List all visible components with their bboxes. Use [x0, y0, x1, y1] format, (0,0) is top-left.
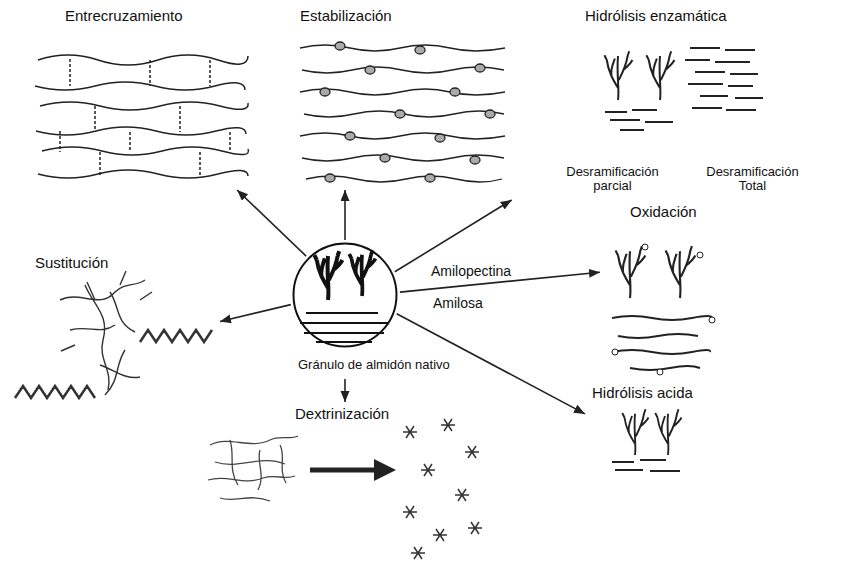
oxidized-starch [666, 246, 696, 298]
stabilized-chains [435, 134, 445, 142]
stabilized-chains [300, 42, 505, 182]
crosslinked-chains [38, 170, 248, 178]
debranched-fragments [646, 51, 674, 100]
stabilized-chains [320, 42, 495, 182]
modification-panel: Dextrinización [200, 402, 485, 565]
dextrinized-starch [433, 529, 447, 541]
stabilized-chains [325, 174, 335, 182]
modification-arrow [237, 190, 306, 256]
stabilized-chains [300, 89, 505, 95]
dextrinized-starch [421, 464, 435, 476]
oxidized-starch [642, 244, 648, 250]
crosslinked-chains [40, 102, 248, 110]
stabilized-chains [345, 132, 355, 140]
modification-arrow [344, 379, 346, 402]
dextrinized-starch [403, 506, 417, 518]
modification-panel: Entrecruzamiento [30, 8, 255, 190]
crosslinked-chains [36, 127, 246, 135]
modification-panel: Oxidación [600, 200, 740, 380]
oxidized-starch [709, 317, 715, 323]
oxidized-starch [657, 369, 663, 375]
debranched-fragments [604, 48, 763, 130]
stabilized-chains [380, 154, 390, 162]
granule-outline [292, 242, 398, 348]
stabilized-chains [425, 174, 435, 182]
stabilized-chains [300, 45, 505, 51]
debranched-fragments [604, 51, 632, 100]
crosslinked-chains [60, 59, 230, 175]
polymer-label: Amilopectina [430, 264, 512, 279]
stabilized-chains [300, 133, 505, 139]
stabilized-chains [304, 111, 504, 117]
substituted-starch [60, 271, 152, 395]
panel-title: Dextrinización [295, 406, 389, 423]
panel-title: Oxidación [630, 204, 697, 221]
stabilized-chains [475, 64, 485, 72]
panel-title: Estabilización [300, 8, 392, 25]
modification-arrow [220, 305, 291, 322]
acid-hydrolysed-starch [622, 409, 648, 455]
dextrinized-starch [441, 419, 455, 431]
panel-title: Sustitución [35, 255, 108, 272]
panel-title: Hidrólisis acida [592, 385, 693, 402]
substituted-starch [15, 271, 212, 398]
dextrinized-starch [310, 468, 378, 473]
modification-panel: Hidrólisis enzamáticaDesramificación par… [510, 8, 850, 200]
crosslinked-chains [42, 147, 248, 155]
acid-hydrolysed-starch [612, 460, 680, 471]
panel-title: Gránulo de almidón nativo [298, 358, 450, 372]
crosslinked-chains [35, 55, 248, 178]
dextrinized-starch [411, 547, 425, 559]
oxidized-starch [697, 252, 703, 258]
granule-contents [314, 251, 342, 300]
acid-hydrolysed-starch [655, 409, 681, 455]
modification-arrow [395, 200, 512, 272]
acid-hydrolysed-starch [612, 409, 682, 471]
dextrinized-starch [208, 436, 298, 501]
stabilized-chains [415, 46, 425, 54]
dextrinized-starch [208, 419, 482, 559]
dextrinized-starch [403, 426, 417, 438]
dextrinized-starch [403, 419, 482, 559]
dextrinized-starch [468, 522, 482, 534]
modification-panel: Estabilización [295, 8, 510, 190]
stabilized-chains [335, 42, 345, 50]
crosslinked-chains [35, 82, 245, 90]
substituted-starch [140, 330, 212, 342]
debranched-fragments [685, 48, 763, 110]
stabilized-chains [485, 110, 495, 118]
modification-arrow [344, 190, 346, 240]
panel-title: Hidrólisis enzamática [585, 8, 727, 25]
polymer-label: Amilosa [432, 296, 484, 311]
oxidized-starch [612, 244, 715, 375]
stabilized-chains [395, 110, 405, 118]
sub-caption: Desramificación parcial [555, 165, 670, 194]
stabilized-chains [365, 66, 375, 74]
granule-outline [294, 244, 397, 347]
oxidized-starch [616, 246, 646, 298]
granule-contents [349, 250, 375, 296]
stabilized-chains [450, 88, 460, 96]
sub-caption: Desramificación Total [695, 165, 810, 194]
stabilized-chains [470, 156, 480, 164]
dextrinized-starch [374, 459, 396, 481]
oxidized-starch [612, 244, 715, 375]
panel-title: Entrecruzamiento [65, 8, 183, 25]
granule-contents [300, 250, 388, 342]
dextrinized-starch [465, 446, 479, 458]
stabilized-chains [320, 88, 330, 96]
dextrinized-starch [455, 489, 469, 501]
oxidized-starch [612, 349, 618, 355]
modification-panel: Hidrólisis acida [585, 385, 725, 477]
debranched-fragments [605, 110, 673, 130]
substituted-starch [15, 386, 95, 398]
modification-panel: Sustitución [15, 225, 220, 420]
stabilized-chains [302, 67, 504, 73]
oxidized-starch [612, 316, 712, 370]
